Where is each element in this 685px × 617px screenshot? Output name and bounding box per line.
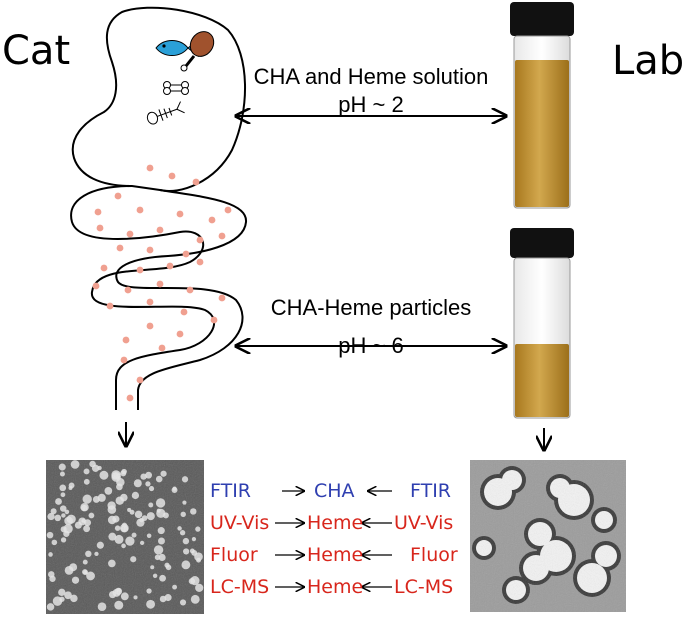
particle-dot bbox=[146, 246, 154, 254]
intestine-outline-outer bbox=[70, 185, 216, 410]
vial-particles bbox=[510, 228, 574, 419]
top-ph-label: pH ~ 2 bbox=[338, 92, 404, 117]
cat-tem-image bbox=[46, 460, 204, 614]
tech-right-1: UV-Vis bbox=[394, 512, 454, 534]
bone-icon bbox=[163, 81, 189, 95]
particle-dot bbox=[92, 282, 100, 290]
particle-dot bbox=[182, 250, 190, 258]
particle-dot bbox=[146, 298, 154, 306]
tech-right-2: Fluor bbox=[410, 544, 458, 566]
particle-dot bbox=[146, 164, 154, 172]
particle-dot bbox=[136, 376, 144, 384]
tech-target-0: CHA bbox=[314, 480, 355, 502]
tech-right-3: LC-MS bbox=[394, 576, 454, 598]
tech-target-3: Heme bbox=[307, 576, 364, 598]
tech-target-1: Heme bbox=[307, 512, 364, 534]
particle-dot bbox=[116, 244, 124, 252]
top-condition-label: CHA and Heme solution bbox=[253, 64, 489, 89]
particle-dot bbox=[156, 280, 164, 288]
technique-arrows bbox=[275, 491, 392, 587]
particle-dot bbox=[126, 394, 134, 402]
particle-dot bbox=[156, 226, 164, 234]
particle-dot bbox=[196, 236, 204, 244]
particle-dot bbox=[126, 230, 134, 238]
particle-dot bbox=[224, 206, 232, 214]
particle-dot bbox=[186, 286, 194, 294]
particle-dot bbox=[122, 336, 130, 344]
particle-dot bbox=[96, 224, 104, 232]
particle-dot bbox=[168, 172, 176, 180]
fish-skeleton-icon bbox=[146, 101, 185, 125]
digestive-tract-illustration bbox=[70, 6, 248, 410]
tech-target-2: Heme bbox=[307, 544, 364, 566]
particle-dot bbox=[192, 178, 200, 186]
particle-dot bbox=[136, 206, 144, 214]
drumstick-icon bbox=[180, 31, 215, 72]
particle-dot bbox=[158, 344, 166, 352]
particle-dot bbox=[180, 308, 188, 316]
particle-dot bbox=[176, 210, 184, 218]
particle-dot bbox=[120, 356, 128, 364]
particle-dot bbox=[196, 258, 204, 266]
particle-dot bbox=[176, 330, 184, 338]
particle-dot bbox=[124, 286, 132, 294]
particle-dot bbox=[218, 294, 226, 302]
particle-dot bbox=[146, 322, 154, 330]
particle-dot bbox=[218, 232, 226, 240]
particle-dot bbox=[208, 216, 216, 224]
particle-dot bbox=[106, 302, 114, 310]
vial-solution bbox=[510, 2, 574, 209]
tech-left-1: UV-Vis bbox=[210, 512, 270, 534]
bottom-condition-label: CHA-Heme particles bbox=[270, 295, 472, 320]
stomach-outline bbox=[71, 6, 246, 192]
tech-right-0: FTIR bbox=[410, 480, 452, 502]
particle-dot bbox=[136, 266, 144, 274]
tech-left-2: Fluor bbox=[210, 544, 258, 566]
lab-label: Lab bbox=[612, 38, 685, 84]
particle-dot bbox=[100, 264, 108, 272]
intestine-outline-inner bbox=[115, 189, 248, 410]
particle-dot bbox=[210, 316, 218, 324]
tech-left-0: FTIR bbox=[210, 480, 252, 502]
particle-dots bbox=[92, 164, 232, 402]
particle-dot bbox=[114, 192, 122, 200]
lab-tem-image bbox=[470, 460, 626, 612]
particle-dot bbox=[166, 262, 174, 270]
particle-dot bbox=[94, 208, 102, 216]
tech-left-3: LC-MS bbox=[210, 576, 270, 598]
cat-label: Cat bbox=[2, 28, 71, 74]
bottom-ph-label: pH ~ 6 bbox=[338, 333, 404, 358]
